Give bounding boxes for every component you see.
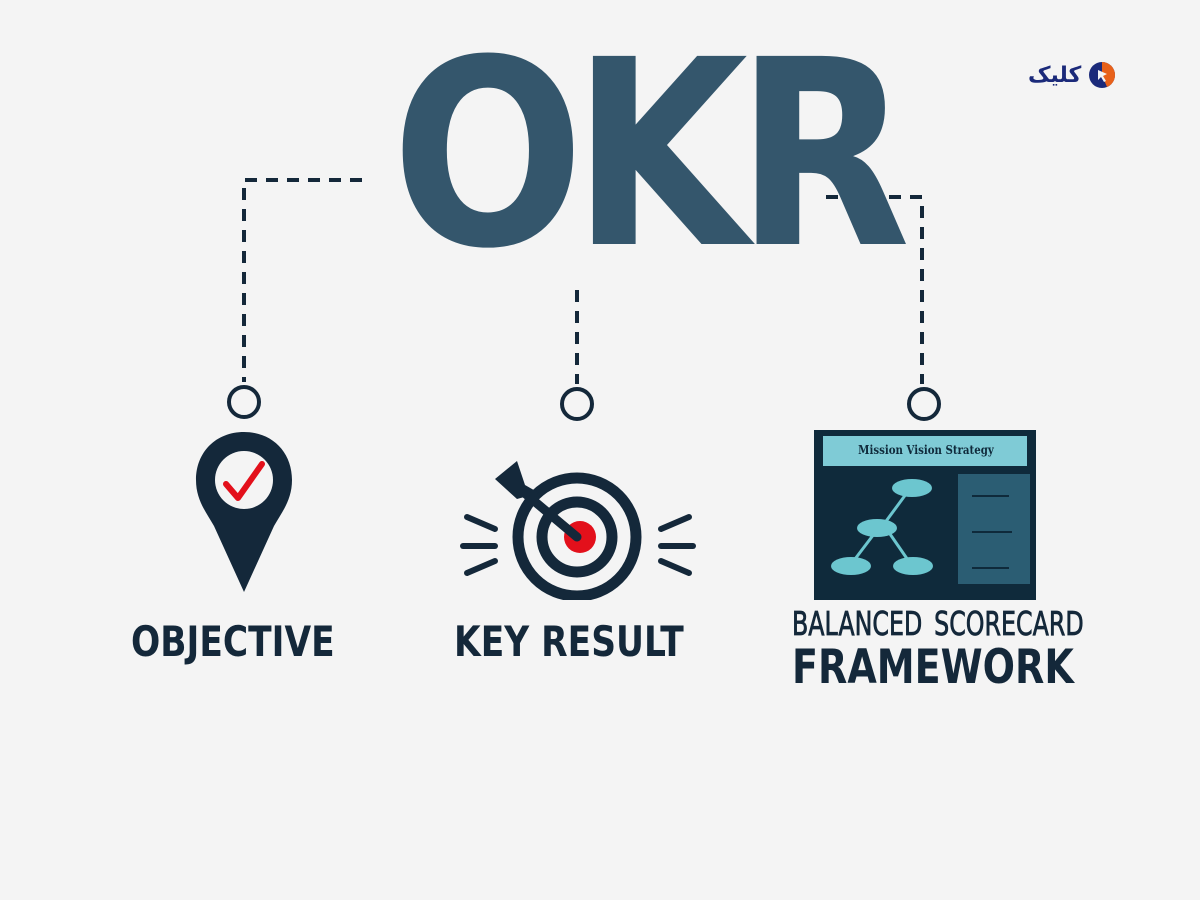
connector-node-key-result xyxy=(560,387,594,421)
click-logo-icon xyxy=(1089,62,1116,88)
brand-logo[interactable]: کلیک xyxy=(1028,58,1148,92)
board-header-text: Mission Vision Strategy xyxy=(858,443,994,457)
board-header xyxy=(823,436,1027,466)
logo-text: کلیک xyxy=(1028,62,1082,88)
label-balanced-scorecard: BALANCED SCORECARD xyxy=(792,604,1084,644)
label-objective: OBJECTIVE xyxy=(131,617,335,666)
scorecard-board-icon xyxy=(814,430,1036,600)
board-side-panel xyxy=(958,474,1030,584)
connector-node-objective xyxy=(227,385,261,419)
label-framework: FRAMEWORK xyxy=(792,640,1074,695)
okr-title: OKR xyxy=(391,5,910,305)
connector-node-framework xyxy=(907,387,941,421)
target-arrow-icon xyxy=(460,461,696,600)
map-pin-check-icon xyxy=(196,432,292,592)
label-key-result: KEY RESULT xyxy=(454,617,684,666)
